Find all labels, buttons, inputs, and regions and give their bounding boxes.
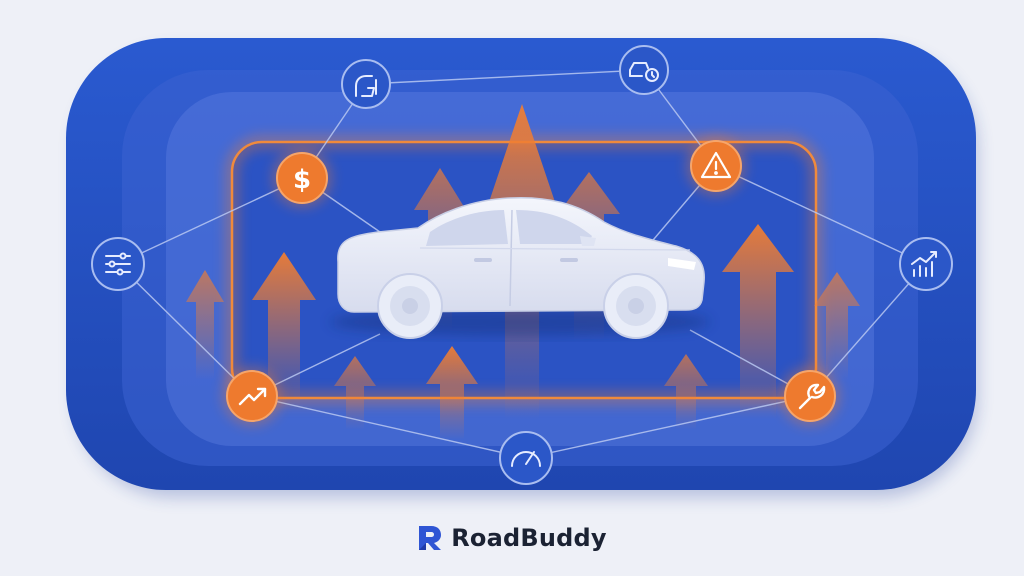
- speedometer-node[interactable]: [499, 431, 553, 485]
- sliders-node[interactable]: [91, 237, 145, 291]
- trend-up-node[interactable]: [222, 366, 282, 426]
- car-illustration: [337, 196, 705, 339]
- car-seat-node[interactable]: [341, 59, 391, 109]
- arrow-mark: [426, 346, 478, 440]
- car-seat-icon: [355, 75, 377, 97]
- dollar-node[interactable]: $: [272, 148, 332, 208]
- brand-lockup: RoadBuddy: [0, 520, 1024, 556]
- arrow-mark: [722, 224, 794, 420]
- arrow-mark: [186, 270, 224, 380]
- roadbuddy-logo-icon: [419, 526, 442, 550]
- wrench-icon: [798, 383, 826, 410]
- car-clock-icon: [629, 62, 659, 82]
- wrench-node[interactable]: [780, 366, 840, 426]
- arrow-mark: [334, 356, 376, 430]
- warning-icon: [700, 151, 732, 179]
- trend-up-icon: [238, 387, 267, 406]
- growth-chart-node[interactable]: [899, 237, 953, 291]
- arrow-mark: [664, 354, 708, 430]
- brand-name: RoadBuddy: [451, 524, 607, 552]
- sliders-icon: [105, 252, 131, 276]
- dollar-icon: $: [293, 165, 311, 195]
- arrow-mark: [252, 252, 316, 410]
- growth-chart-icon: [911, 251, 937, 277]
- arrow-mark: [814, 272, 860, 380]
- warning-node[interactable]: [686, 136, 746, 196]
- speedometer-icon: [511, 451, 541, 467]
- car-clock-node[interactable]: [619, 45, 669, 95]
